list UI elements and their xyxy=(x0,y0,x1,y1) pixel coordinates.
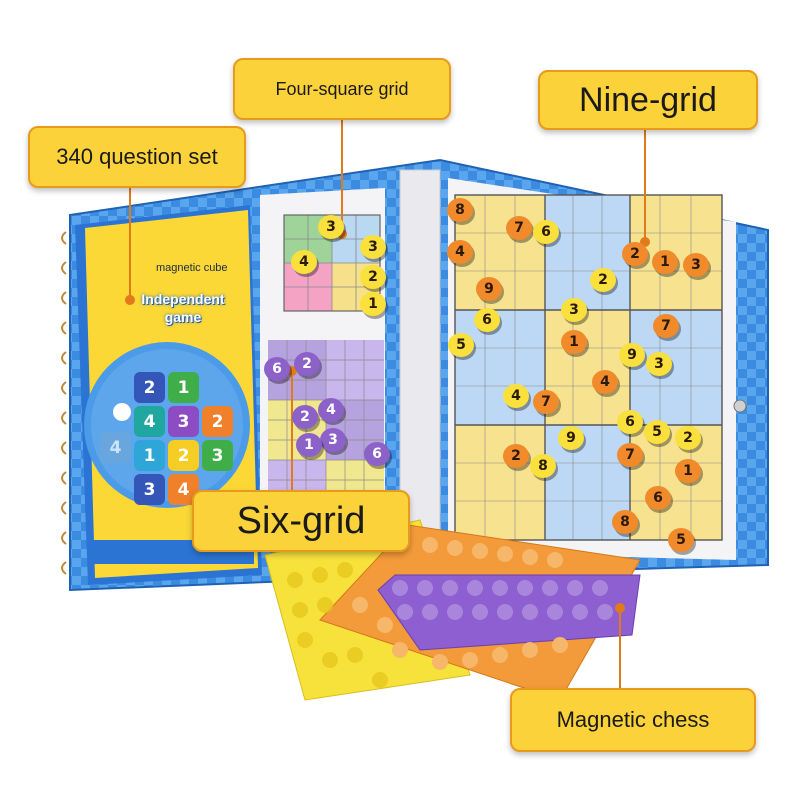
magnetic-chess-label: Magnetic chess xyxy=(510,688,756,752)
chip: 4 xyxy=(503,384,529,408)
chip: 6 xyxy=(645,486,671,510)
chip: 6 xyxy=(364,442,390,466)
chip: 3 xyxy=(318,215,344,239)
chip: 4 xyxy=(318,398,344,422)
chip: 6 xyxy=(617,410,643,434)
chip: 8 xyxy=(447,198,473,222)
nine-grid xyxy=(454,194,747,541)
chip: 7 xyxy=(653,314,679,338)
chip: 2 xyxy=(622,242,648,266)
chip: 3 xyxy=(320,428,346,452)
chip: 1 xyxy=(561,330,587,354)
chip: 4 xyxy=(447,240,473,264)
booklet-tile: 2 xyxy=(202,406,233,437)
chip: 2 xyxy=(294,352,320,376)
booklet-tile: 2 xyxy=(134,372,165,403)
chip: 1 xyxy=(652,250,678,274)
chip: 7 xyxy=(506,216,532,240)
magnetic-chess-trays xyxy=(264,519,641,701)
booklet-tile: 1 xyxy=(168,372,199,403)
question-set-label: 340 question set xyxy=(28,126,246,188)
four-square-grid-label: Four-square grid xyxy=(233,58,451,120)
chip: 5 xyxy=(448,333,474,357)
chip: 7 xyxy=(533,390,559,414)
chip: 9 xyxy=(476,277,502,301)
chip: 6 xyxy=(474,308,500,332)
booklet-title: Independent game xyxy=(128,290,238,326)
chip: 3 xyxy=(561,298,587,322)
chip: 7 xyxy=(617,443,643,467)
nine-grid-label: Nine-grid xyxy=(538,70,758,130)
chip: 6 xyxy=(264,357,290,381)
chip: 2 xyxy=(292,405,318,429)
chip: 2 xyxy=(360,265,386,289)
booklet-tile: 3 xyxy=(134,474,165,505)
booklet-title-line1: Independent xyxy=(141,291,225,307)
chip: 1 xyxy=(296,433,322,457)
chip: 5 xyxy=(668,528,694,552)
booklet-tile: 1 xyxy=(134,440,165,471)
chip: 8 xyxy=(530,454,556,478)
booklet-tile: 2 xyxy=(168,440,199,471)
booklet-title-line2: game xyxy=(164,309,202,325)
chip: 2 xyxy=(590,268,616,292)
chip: 2 xyxy=(503,444,529,468)
chip: 8 xyxy=(612,510,638,534)
booklet-tile: 4 xyxy=(134,406,165,437)
chip: 6 xyxy=(533,220,559,244)
chip: 4 xyxy=(592,370,618,394)
booklet-tile: 3 xyxy=(202,440,233,471)
chip: 3 xyxy=(683,253,709,277)
chip: 5 xyxy=(644,420,670,444)
callout-leaders xyxy=(125,118,650,690)
booklet-tile: 3 xyxy=(168,406,199,437)
chip: 2 xyxy=(675,426,701,450)
chip: 9 xyxy=(619,343,645,367)
booklet-tile: 4 xyxy=(100,432,131,463)
six-grid-label: Six-grid xyxy=(192,490,410,552)
chip: 4 xyxy=(291,250,317,274)
chip: 3 xyxy=(360,235,386,259)
chip: 1 xyxy=(675,459,701,483)
booklet-brand: magnetic cube xyxy=(156,262,228,274)
chip: 9 xyxy=(558,426,584,450)
chip: 1 xyxy=(360,292,386,316)
chip: 3 xyxy=(646,352,672,376)
